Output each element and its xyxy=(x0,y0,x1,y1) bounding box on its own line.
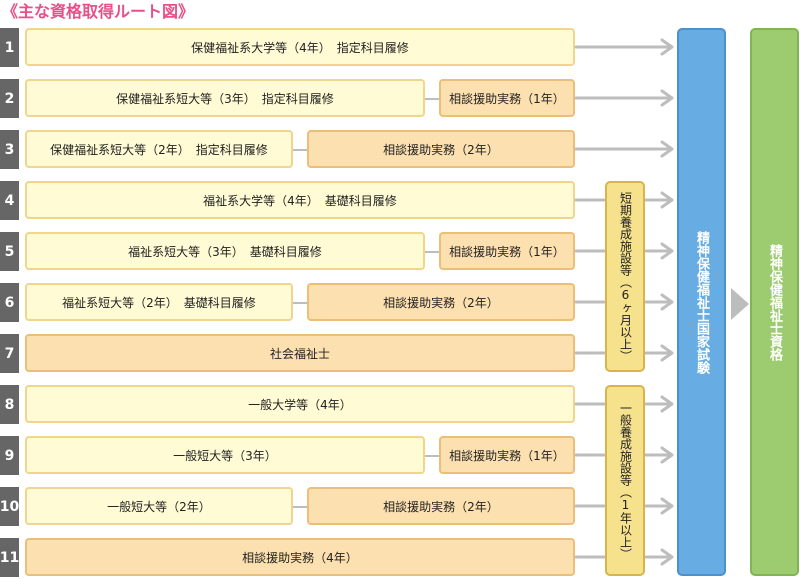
general-facility-box: 一般養成施設等（1年以上） xyxy=(605,385,645,576)
arrow-right-icon xyxy=(574,140,674,158)
qualification-box: 精神保健福祉士資格 xyxy=(750,28,799,576)
arrow-right-icon xyxy=(644,293,674,311)
row-number: 6 xyxy=(0,283,19,322)
arrow-right-icon xyxy=(574,38,674,56)
row-number: 5 xyxy=(0,232,19,271)
practice-box: 相談援助実務（1年） xyxy=(439,79,575,117)
connector-line xyxy=(293,506,307,508)
connector-line xyxy=(425,455,439,457)
route-main-box: 一般大学等（4年） xyxy=(25,385,575,423)
row-number: 10 xyxy=(0,487,19,526)
route-main-box: 福祉系短大等（2年） 基礎科目履修 xyxy=(25,283,293,321)
arrow-right-icon xyxy=(731,288,749,320)
route-main-box: 一般短大等（3年） xyxy=(25,436,425,474)
arrow-right-icon xyxy=(574,89,674,107)
row-number: 11 xyxy=(0,538,19,577)
row-number: 8 xyxy=(0,385,19,424)
arrow-right-icon xyxy=(644,191,674,209)
row-number: 2 xyxy=(0,79,19,118)
general-facility-label: 一般養成施設等（1年以上） xyxy=(618,401,633,560)
arrow-right-icon xyxy=(644,395,674,413)
arrow-right-icon xyxy=(644,446,674,464)
practice-box: 相談援助実務（2年） xyxy=(307,487,575,525)
row-number: 1 xyxy=(0,28,19,67)
row-number: 3 xyxy=(0,130,19,169)
row-number: 9 xyxy=(0,436,19,475)
row-number: 4 xyxy=(0,181,19,220)
row-number: 7 xyxy=(0,334,19,373)
connector-line xyxy=(425,251,439,253)
arrow-right-icon xyxy=(644,344,674,362)
arrow-right-icon xyxy=(644,548,674,566)
arrow-right-icon xyxy=(644,242,674,260)
route-main-box: 一般短大等（2年） xyxy=(25,487,293,525)
practice-box: 相談援助実務（2年） xyxy=(307,130,575,168)
practice-box: 相談援助実務（2年） xyxy=(307,283,575,321)
connector-line xyxy=(425,98,439,100)
qualification-label: 精神保健福祉士資格 xyxy=(767,243,782,361)
national-exam-label: 精神保健福祉士国家試験 xyxy=(694,230,709,374)
route-main-box: 福祉系短大等（3年） 基礎科目履修 xyxy=(25,232,425,270)
national-exam-box: 精神保健福祉士国家試験 xyxy=(677,28,726,576)
practice-box: 相談援助実務（1年） xyxy=(439,232,575,270)
route-main-box: 社会福祉士 xyxy=(25,334,575,372)
short-term-facility-box: 短期養成施設等（6ヶ月以上） xyxy=(605,181,645,372)
route-main-box: 保健福祉系大学等（4年） 指定科目履修 xyxy=(25,28,575,66)
connector-line xyxy=(293,302,307,304)
route-main-box: 保健福祉系短大等（2年） 指定科目履修 xyxy=(25,130,293,168)
practice-box: 相談援助実務（1年） xyxy=(439,436,575,474)
route-main-box: 相談援助実務（4年） xyxy=(25,538,575,576)
page-title: 《主な資格取得ルート図》 xyxy=(2,2,195,21)
arrow-right-icon xyxy=(644,497,674,515)
connector-line xyxy=(293,149,307,151)
route-main-box: 保健福祉系短大等（3年） 指定科目履修 xyxy=(25,79,425,117)
short-term-facility-label: 短期養成施設等（6ヶ月以上） xyxy=(618,191,633,362)
route-main-box: 福祉系大学等（4年） 基礎科目履修 xyxy=(25,181,575,219)
